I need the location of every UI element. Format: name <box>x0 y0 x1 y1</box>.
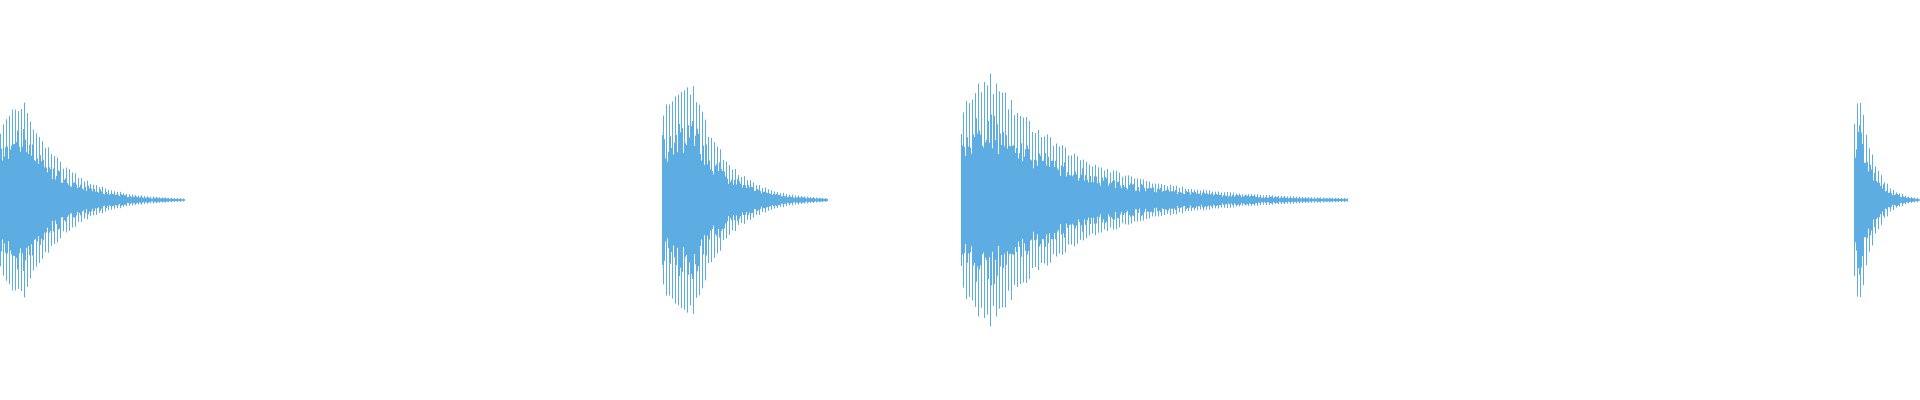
waveform-burst-2 <box>662 86 828 314</box>
waveform-burst-3 <box>961 73 1348 327</box>
waveform-burst-4 <box>1854 102 1920 298</box>
waveform-burst-1 <box>0 102 185 298</box>
